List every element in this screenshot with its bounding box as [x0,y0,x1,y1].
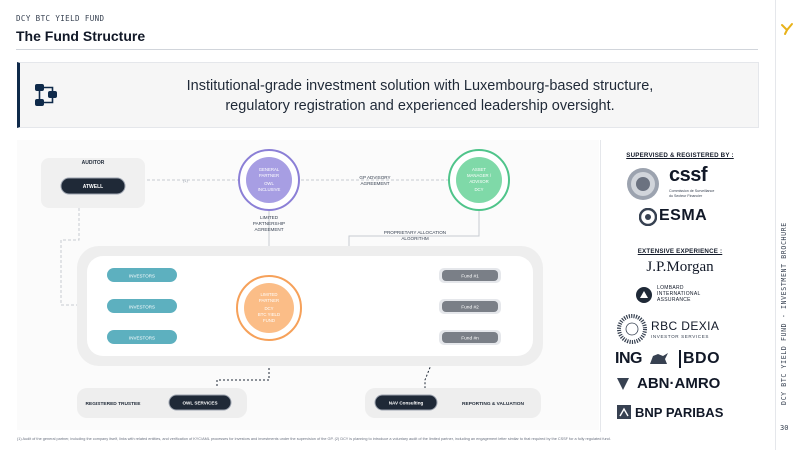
gp-line-1: GENERAL [259,167,280,172]
bnp-stars-icon [617,405,631,419]
investor-pill-1 [107,268,177,282]
lpa-line-2: PARTNERSHIP [253,221,285,226]
cssf-sub-2: du Secteur Financier [669,194,703,198]
experience-heading: EXTENSIVE EXPERIENCE : [637,248,723,255]
supervised-heading: SUPERVISED & REGISTERED BY : [626,152,734,159]
abn-shield-icon [617,378,629,390]
page-kicker: DCY BTC YIELD FUND [16,14,105,23]
auditor-name: ATWELL [83,184,103,190]
auditor-label: AUDITOR [82,160,105,166]
trustee-label: REGISTERED TRUSTEE [86,401,142,407]
bdo-logo: BDO [679,350,720,368]
investor-pill-2 [107,299,177,313]
summary-banner: Institutional-grade investment solution … [17,62,759,128]
brochure-caption: DCY BTC YIELD FUND - INVESTMENT BROCHURE [780,222,788,405]
investor-label-1: INVESTORS [129,274,155,279]
fund-2-box [442,301,498,312]
auditor-pill [60,177,126,195]
fund-n-box [442,332,498,343]
lp-line-5: FUND [263,318,275,323]
lombard-line-1: LOMBARD [657,285,684,291]
reporting-pill [374,394,438,411]
banner-text: Institutional-grade investment solution … [110,76,730,116]
gp-line-2: PARTNER [259,173,279,178]
rbc-sub: INVESTOR SERVICES [651,334,710,339]
page-title: The Fund Structure [16,28,146,44]
reporting-name: NAV Consulting [389,401,424,406]
lombard-logo: LOMBARD INTERNATIONAL ASSURANCE [657,285,701,303]
lp-line-2: PARTNER [259,298,279,303]
algo-line-1: PROPRIETARY ALLOCATION [384,230,446,235]
lombard-line-2: INTERNATIONAL [657,291,701,297]
am-line-1: ASSET [472,167,486,172]
cssf-logo: cssf [669,164,708,186]
ing-lion-icon [650,353,668,364]
am-line-3: ADVISOR [469,179,488,184]
right-rail [775,0,800,450]
fund-n-label: Fund #n [461,336,479,342]
fund-1-box [442,270,498,281]
gp-advisory-line-2: AGREEMENT [360,181,389,186]
flowchart-icon [35,84,57,106]
ing-logo: ING [615,350,642,367]
investor-label-2: INVESTORS [129,305,155,310]
investor-pill-3 [107,330,177,344]
rbc-sunburst-icon [617,314,647,344]
banner-line-2: regulatory registration and experienced … [225,98,615,114]
footnote: (1) Audit of the general partner, includ… [17,437,611,441]
lpa-line-3: AGREEMENT [254,227,283,232]
cssf-sub-1: Commission de Surveillance [669,189,715,193]
trustee-pill [168,394,232,411]
algo-line-2: ALGORITHM [401,236,428,241]
reporting-label: REPORTING & VALUATION [462,401,524,407]
am-line-4: DCY [474,187,483,192]
fund-1-label: Fund #1 [461,274,479,280]
trustee-name: OWL SERVICES [182,401,217,406]
lombard-emblem-icon [636,287,652,303]
lp-line-1: LIMITED [261,292,278,297]
core-frame-inner [87,256,533,356]
title-divider [16,49,758,50]
am-line-2: MANAGER / [467,173,492,178]
banner-line-1: Institutional-grade investment solution … [186,78,654,94]
abn-logo: ABN·AMRO [637,375,721,392]
limited-partner-circle [244,283,294,333]
partners-panel: SUPERVISED & REGISTERED BY : cssf Commis… [600,140,758,432]
esma-emblem-icon [639,208,657,226]
general-partner-circle [246,157,292,203]
page-number: 30 [780,424,789,432]
lp-line-3: DCY [264,306,273,311]
gp-advisory-line-1: GP ADVISORY [359,175,390,180]
asset-manager-circle [456,157,502,203]
bnp-logo: BNP PARIBAS [635,405,724,420]
lombard-line-3: ASSURANCE [657,297,691,303]
luxembourg-seal-icon [627,168,659,200]
jpmorgan-logo: J.P.Morgan [646,259,714,275]
lp-line-4: BTC YIELD [258,312,280,317]
gp-line-3: OWL [264,181,274,186]
lpa-line-1: LIMITED [260,215,279,220]
arrow-note: (1) [183,178,189,183]
brand-logo-icon [781,23,793,35]
esma-logo: ESMA [659,207,708,224]
rbc-logo: RBC DEXIA [651,319,720,333]
gp-line-4: INCLUSIVE [258,187,281,192]
fund-2-label: Fund #2 [461,305,479,311]
investor-label-3: INVESTORS [129,336,155,341]
fund-structure-diagram: (1) AUDITOR ATWELL GENERAL PARTNER OWL I… [17,140,599,430]
